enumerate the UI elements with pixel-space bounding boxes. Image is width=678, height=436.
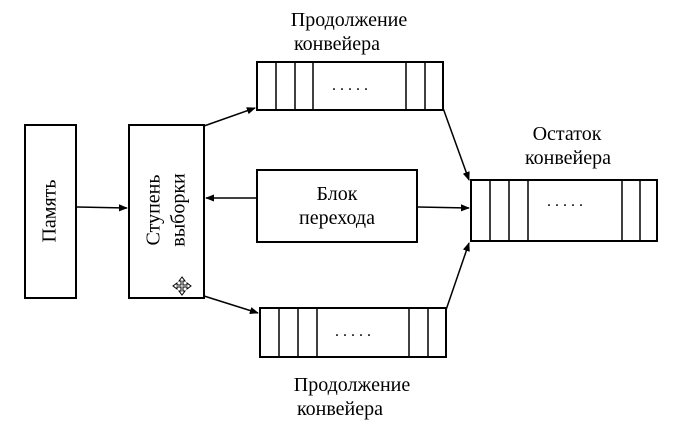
branch-unit-block: Блок перехода [256,169,418,243]
fetch-stage-label-line1: Ступень [143,175,165,246]
rest-pipeline-caption-line1: Остаток [533,123,602,145]
memory-label: Память [39,179,61,242]
top-pipeline-ellipsis: . . . . . [332,77,368,94]
rest-pipeline-ellipsis: . . . . . [547,193,583,210]
bottom-pipeline-caption-line2: конвейера [297,398,383,420]
top-pipeline-caption-line2: конвейера [294,33,380,55]
bottom-pipeline-caption-line1: Продолжение [294,374,411,396]
branch-unit-label-line2: перехода [299,207,375,229]
rest-pipeline-caption-line2: конвейера [525,147,611,169]
branch-unit-label-line1: Блок [317,183,358,205]
memory-block: Память [24,124,77,299]
top-pipeline-caption-line1: Продолжение [291,9,408,31]
fetch-stage-block: Ступень выборки [128,124,205,299]
fetch-stage-label-line2: выборки [168,173,190,247]
arrow-branch-to-rest [417,204,470,212]
arrow-top-pipeline-to-rest [442,107,470,181]
bottom-pipeline-register: . . . . . [259,307,447,358]
arrow-fetch-to-bottom-pipeline [203,295,259,315]
arrow-fetch-to-top-pipeline [203,107,256,127]
move-cursor-icon [172,276,192,296]
top-pipeline-register: . . . . . [256,61,444,111]
arrow-memory-to-fetch [76,204,128,212]
rest-pipeline-register: . . . . . [470,179,658,242]
arrow-bottom-pipeline-to-rest [445,242,470,311]
bottom-pipeline-ellipsis: . . . . . [335,323,371,340]
